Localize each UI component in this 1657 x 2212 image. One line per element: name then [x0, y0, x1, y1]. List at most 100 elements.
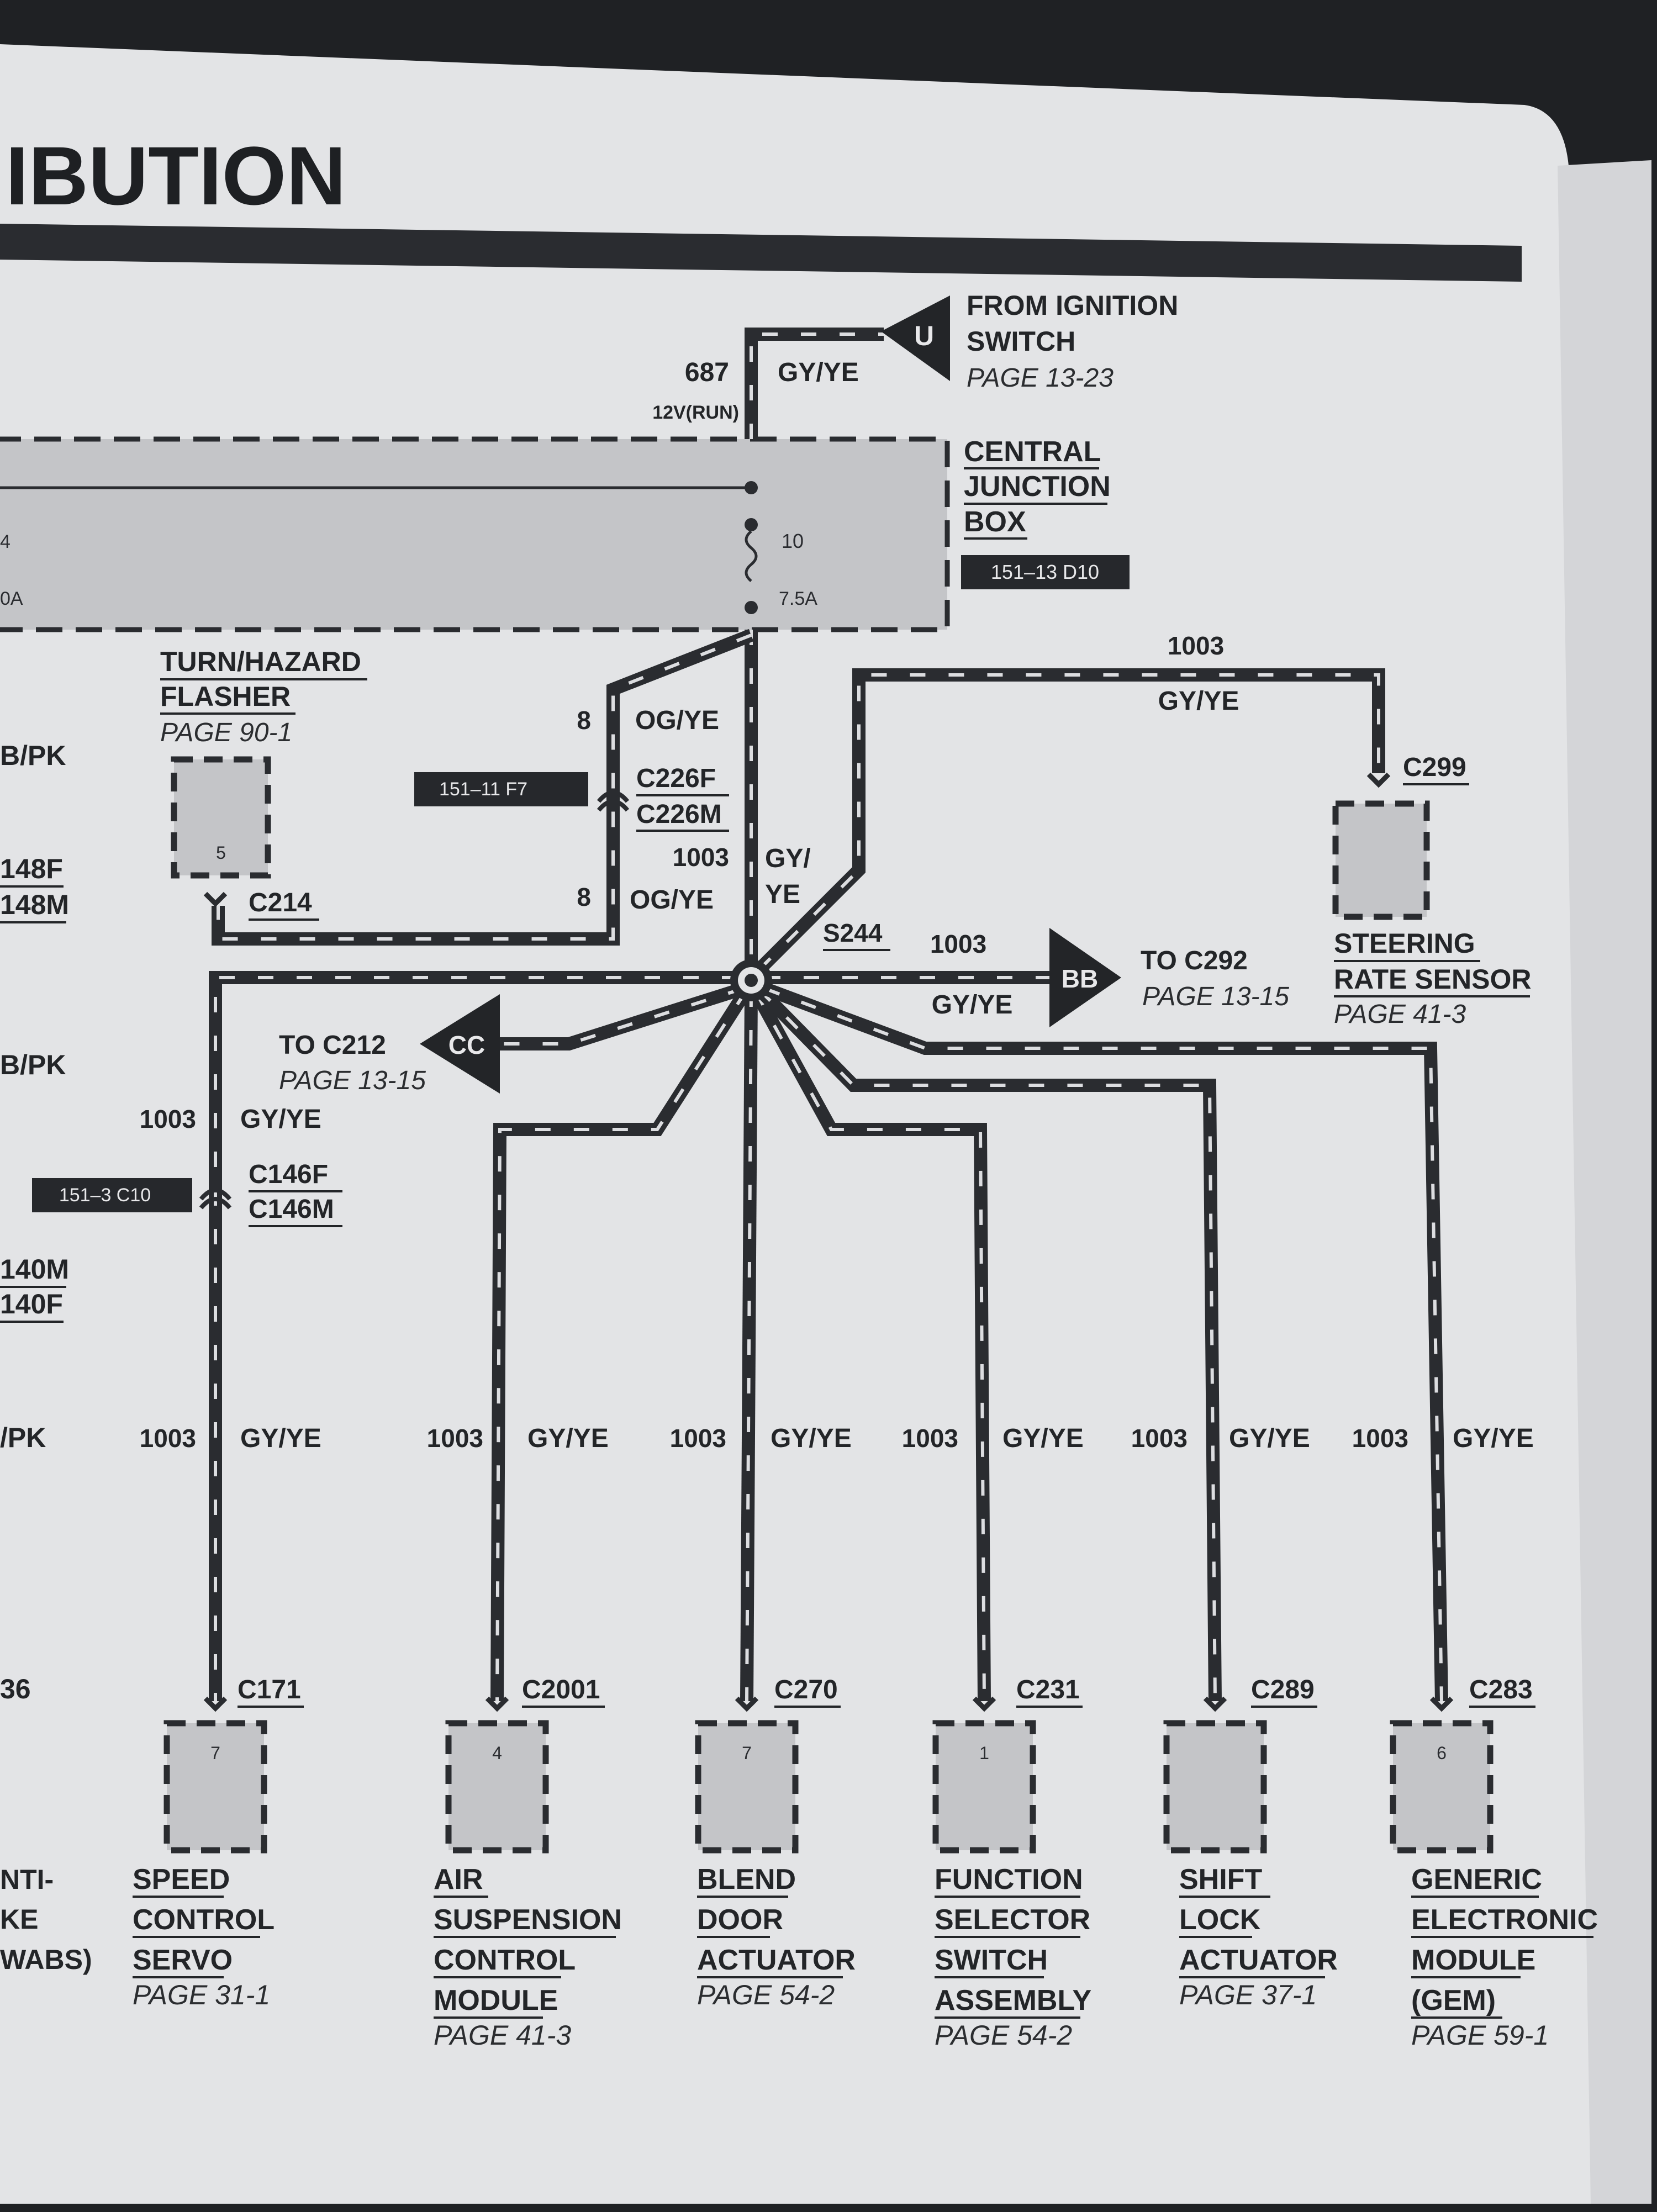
component-label-line1: AIR [434, 1863, 483, 1896]
c146-ref: 151–3 C10 [59, 1185, 151, 1206]
c146m-label: C146M [249, 1195, 334, 1224]
trunk-color-line1: GY/ [765, 844, 811, 873]
left-text-7: /PK [0, 1422, 46, 1453]
component-pin: 1 [979, 1743, 989, 1763]
component-label-line2: DOOR [697, 1904, 783, 1936]
branch-color: GY/YE [240, 1105, 321, 1134]
trunk-color-line2: YE [765, 880, 800, 909]
ignition-label-line1: FROM IGNITION [967, 290, 1178, 321]
component-label-line1: SHIFT [1179, 1863, 1262, 1896]
c226m-label: C226M [636, 800, 722, 829]
flasher-label-line2: FLASHER [160, 681, 291, 712]
c212-label: TO C212 [279, 1031, 386, 1060]
left-text-11: WABS) [0, 1944, 92, 1975]
component-connector: C270 [774, 1675, 838, 1704]
splice-center [745, 974, 758, 987]
component-label-line1: BLEND [697, 1863, 796, 1896]
flasher-component [171, 756, 271, 879]
component-color: GY/YE [771, 1424, 852, 1453]
component-page-ref: PAGE 59-1 [1411, 2020, 1549, 2051]
component-pin-fork [203, 1696, 228, 1712]
bb-connector [1049, 928, 1121, 1027]
left-text-10: KE [0, 1904, 38, 1935]
component-box [163, 1720, 267, 1854]
wire-to-c212 [500, 982, 745, 1050]
component-connector: C2001 [522, 1675, 600, 1704]
component-label-line2: LOCK [1179, 1904, 1261, 1936]
left-text-2: 148F [0, 853, 63, 884]
ignition-page-ref: PAGE 13-23 [967, 363, 1114, 393]
fuse-rating: 7.5A [779, 588, 817, 609]
component-box [932, 1720, 1036, 1854]
component-circuit: 1003 [427, 1424, 483, 1453]
component-label-line3: SERVO [133, 1944, 233, 1976]
cc-connector [420, 994, 500, 1094]
c292-page-ref: PAGE 13-15 [1142, 982, 1289, 1011]
steering-page-ref: PAGE 41-3 [1334, 1000, 1466, 1029]
steering-circuit: 1003 [1168, 631, 1224, 660]
component-label-line2: CONTROL [133, 1904, 275, 1936]
flasher-label-line1: TURN/HAZARD [160, 646, 361, 677]
component-circuit: 1003 [1352, 1424, 1408, 1453]
ignition-label-line2: SWITCH [967, 326, 1075, 357]
component-pin-fork [1203, 1696, 1227, 1712]
component-pin: 4 [492, 1743, 502, 1763]
header-title: IBUTION [6, 129, 346, 222]
component-label-line1: GENERIC [1411, 1863, 1542, 1896]
flasher-page-ref: PAGE 90-1 [160, 718, 292, 747]
component-label-line2: SUSPENSION [434, 1904, 622, 1936]
c226f-label: C226F [636, 764, 716, 793]
trunk-circuit: 1003 [673, 843, 729, 872]
component-pin-fork [972, 1696, 996, 1712]
flasher-pin: 5 [216, 843, 226, 863]
component-page-ref: PAGE 37-1 [1179, 1979, 1317, 2010]
component-color: GY/YE [240, 1424, 321, 1453]
left-text-4: B/PK [0, 1049, 66, 1080]
wire-gem-1003 [762, 982, 1448, 1702]
fuse-symbol [745, 530, 758, 582]
next-page-edge [1558, 160, 1651, 2204]
central-junction-box [0, 436, 950, 632]
component-pin-fork [735, 1696, 759, 1712]
cjb-label-line1: CENTRAL [964, 436, 1101, 468]
wire-flasher-og-ye [212, 629, 754, 946]
component-connector: C171 [238, 1675, 301, 1704]
fuse-number: 10 [782, 530, 804, 552]
component-label-line2: SELECTOR [935, 1904, 1090, 1936]
c146-ref-box [32, 1178, 192, 1212]
flasher-pin-fork [203, 891, 228, 907]
component-label-line3: ACTUATOR [1179, 1944, 1338, 1976]
wires [199, 328, 1448, 1702]
ignition-connector-letter: U [914, 320, 934, 351]
component-label-line4: ASSEMBLY [935, 1984, 1091, 2016]
component-connector: C231 [1016, 1675, 1080, 1704]
og-ref-box [414, 772, 588, 806]
component-pin: 7 [210, 1743, 220, 1763]
c292-label: TO C292 [1141, 946, 1248, 975]
cc-letter: CC [448, 1031, 485, 1059]
left-text-1: B/PK [0, 740, 66, 771]
component-page-ref: PAGE 31-1 [133, 1979, 270, 2010]
component-label-line1: FUNCTION [935, 1863, 1083, 1896]
wire-source-687 [745, 328, 884, 439]
component-label-line3: MODULE [1411, 1944, 1535, 1976]
component-connector: C283 [1469, 1675, 1533, 1704]
component-color: GY/YE [1229, 1424, 1310, 1453]
fuse-node-bottom [745, 601, 758, 614]
bus-node [745, 481, 758, 494]
component-circuit: 1003 [902, 1424, 958, 1453]
steering-color: GY/YE [1158, 687, 1239, 716]
component-color: GY/YE [1002, 1424, 1084, 1453]
component-color: GY/YE [1453, 1424, 1534, 1453]
wire-steering-1003 [754, 668, 1385, 974]
og-ref: 151–11 F7 [439, 779, 527, 800]
component-label-line3: ACTUATOR [697, 1944, 856, 1976]
flasher-connector: C214 [249, 888, 312, 917]
steering-connector: C299 [1403, 753, 1466, 782]
left-text-8: 36 [0, 1673, 31, 1704]
